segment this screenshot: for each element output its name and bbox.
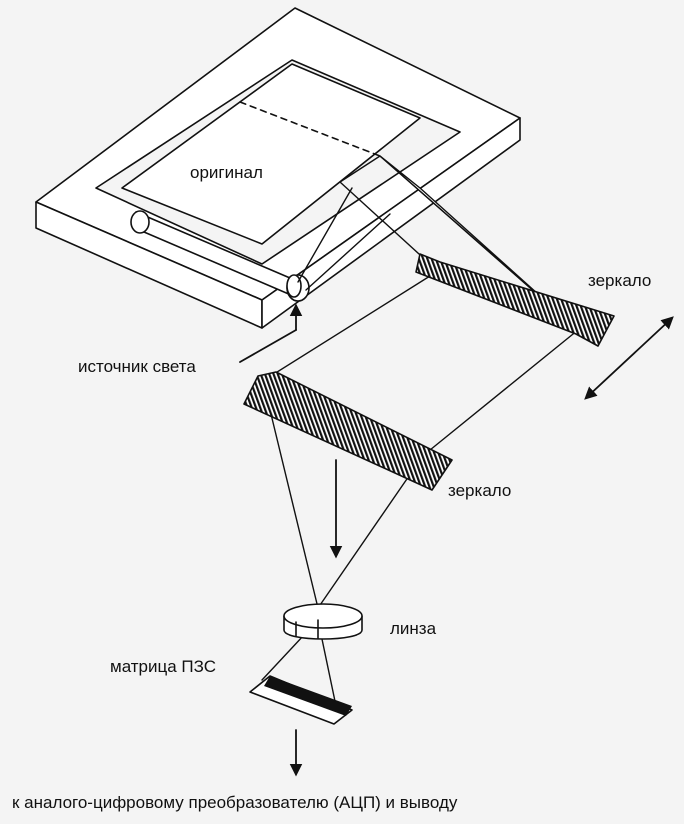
ccd-matrix — [249, 675, 353, 725]
label-output: к аналого-цифровому преобразователю (АЦП… — [12, 793, 458, 812]
mirror-middle — [243, 371, 453, 491]
label-ccd: матрица ПЗС — [110, 657, 216, 676]
lens — [283, 603, 363, 640]
label-mirror-top: зеркало — [588, 271, 651, 290]
label-light-source: источник света — [78, 357, 196, 376]
light-beams — [257, 155, 579, 707]
light-source-leader-line — [239, 329, 297, 363]
label-lens: линза — [390, 619, 437, 638]
label-mirror-middle: зеркало — [448, 481, 511, 500]
original-document — [121, 63, 421, 245]
label-original: оригинал — [190, 163, 263, 182]
mirror-motion-arrow — [584, 316, 674, 400]
mirror-top — [415, 253, 615, 347]
light-source-lamp — [130, 210, 310, 302]
arrows — [239, 303, 674, 777]
